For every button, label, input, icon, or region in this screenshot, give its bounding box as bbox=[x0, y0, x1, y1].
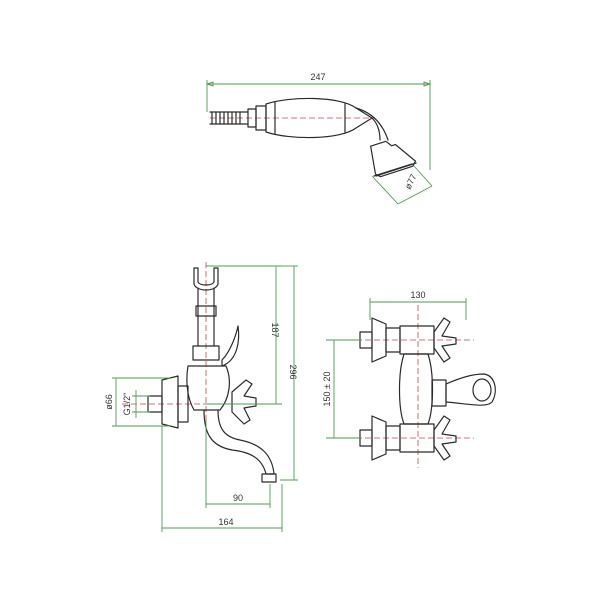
shower-hook bbox=[193, 267, 219, 291]
label-diameter-66: ø66 bbox=[104, 394, 114, 410]
front-body-nut bbox=[431, 379, 447, 407]
label-height-296: 296 bbox=[288, 364, 298, 379]
front-lever bbox=[445, 373, 496, 406]
label-diameter-77: ø77 bbox=[403, 173, 419, 191]
riser-nut bbox=[192, 345, 220, 361]
mixer-body bbox=[186, 365, 230, 411]
dimension-130 bbox=[369, 298, 467, 320]
label-thread: G1/2" bbox=[122, 393, 132, 416]
front-view-mixer: 130 150 ± 20 bbox=[322, 290, 496, 468]
label-height-187: 187 bbox=[270, 322, 280, 337]
dimension-d77 bbox=[371, 165, 433, 205]
spout-outlet bbox=[261, 473, 277, 483]
hand-shower: 247 ø77 bbox=[205, 72, 433, 205]
upper-connection bbox=[359, 317, 457, 363]
dimension-thread bbox=[132, 390, 150, 418]
dimension-d66 bbox=[112, 377, 170, 427]
label-length-247: 247 bbox=[310, 72, 325, 82]
label-span-130: 130 bbox=[410, 290, 425, 300]
dimension-90 bbox=[205, 420, 271, 508]
side-view-mixer: 187 296 ø66 G1/2" 90 bbox=[104, 262, 298, 532]
dimension-187 bbox=[206, 265, 282, 405]
dimension-296 bbox=[280, 265, 298, 481]
label-reach-90: 90 bbox=[233, 493, 243, 503]
label-center-distance: 150 ± 20 bbox=[322, 372, 332, 407]
dimension-150 bbox=[326, 339, 362, 439]
shower-head bbox=[370, 140, 417, 178]
wall-connection bbox=[147, 375, 189, 429]
dimension-164 bbox=[161, 426, 283, 532]
front-body bbox=[398, 353, 434, 425]
dimension-247 bbox=[205, 80, 432, 170]
shower-neck bbox=[355, 107, 389, 141]
label-width-164: 164 bbox=[218, 517, 233, 527]
diverter-lever bbox=[221, 325, 240, 367]
cross-handle bbox=[231, 379, 257, 425]
shower-handle bbox=[265, 97, 373, 139]
riser-tube bbox=[197, 287, 215, 347]
